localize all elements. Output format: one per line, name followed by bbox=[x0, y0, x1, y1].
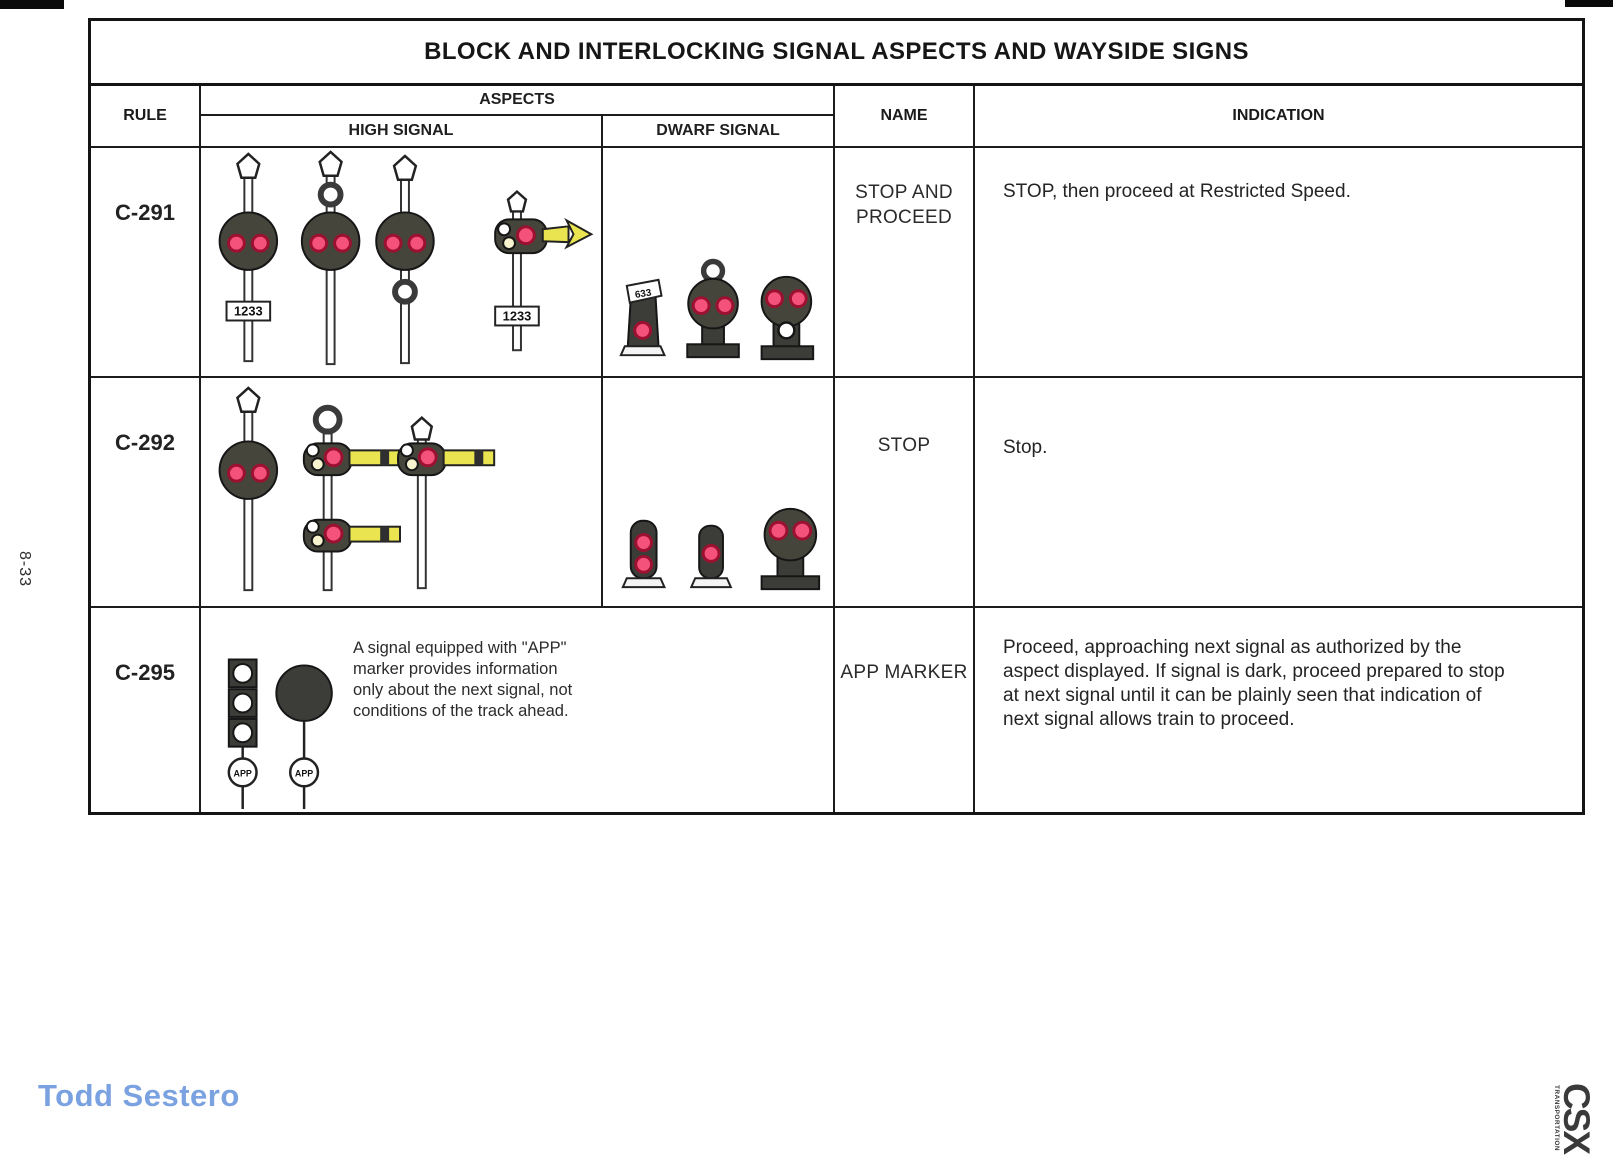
c291-high-signal-cell: 1233 bbox=[201, 146, 603, 376]
dwarf-one-red-icon bbox=[689, 524, 733, 589]
svg-text:APP: APP bbox=[295, 768, 313, 778]
double-semaphore-horizontal-blades-icon bbox=[302, 404, 401, 592]
rule-c291: C-291 bbox=[91, 146, 201, 376]
csx-logo-text: CSX bbox=[1556, 1082, 1597, 1154]
rule-c295: C-295 bbox=[91, 606, 201, 812]
dwarf-two-red-white-lens-icon bbox=[760, 275, 815, 361]
dwarf-two-red-stacked-icon bbox=[621, 519, 666, 589]
csx-logo: CSX TRANSPORTATION bbox=[1552, 1080, 1597, 1156]
high-signal-two-red-number-plate-icon: 1233 bbox=[218, 152, 279, 363]
c291-dwarf-signal-cell: 633 bbox=[603, 146, 835, 376]
c292-dwarf-signal-cell bbox=[603, 376, 835, 606]
c291-high-signal-diagram: 1233 bbox=[218, 150, 594, 366]
rule-c292: C-292 bbox=[91, 376, 201, 606]
column-header-indication: INDICATION bbox=[1232, 107, 1325, 124]
c292-high-signal-diagram bbox=[218, 386, 496, 592]
svg-text:1233: 1233 bbox=[503, 308, 532, 323]
c292-indication-cell: Stop. bbox=[975, 376, 1582, 606]
scan-edge-mark-top-right bbox=[1565, 0, 1613, 7]
scan-edge-mark-top-left bbox=[0, 0, 64, 9]
c291-indication-cell: STOP, then proceed at Restricted Speed. bbox=[975, 146, 1582, 376]
c291-name-cell: STOP AND PROCEED bbox=[835, 146, 975, 376]
high-signal-ring-below-icon bbox=[375, 154, 435, 365]
page-number: 8-33 bbox=[16, 550, 33, 588]
signal-aspects-table: BLOCK AND INTERLOCKING SIGNAL ASPECTS AN… bbox=[88, 18, 1585, 815]
three-light-signal-app-marker-icon: APP bbox=[227, 658, 258, 810]
c295-indication-cell: Proceed, approaching next signal as auth… bbox=[975, 606, 1582, 812]
column-header-dwarf-signal: DWARF SIGNAL bbox=[656, 122, 780, 139]
dwarf-number-plate-one-red-icon: 633 bbox=[619, 278, 666, 357]
c295-name-cell: APP MARKER bbox=[835, 606, 975, 812]
app-marker-note: A signal equipped with "APP" marker prov… bbox=[353, 639, 573, 720]
c292-dwarf-signal-diagram bbox=[621, 507, 821, 591]
credit-watermark: Todd Sestero bbox=[38, 1078, 240, 1113]
dwarf-round-head-two-red-icon bbox=[760, 507, 821, 591]
column-header-aspects: ASPECTS bbox=[201, 86, 833, 116]
dwarf-ring-above-two-red-icon bbox=[686, 258, 740, 359]
c295-aspect-cell: APP APP A signal equipped with "APP" mar… bbox=[201, 606, 835, 812]
svg-text:633: 633 bbox=[634, 287, 653, 301]
csx-logo-subtext: TRANSPORTATION bbox=[1552, 1085, 1560, 1151]
high-signal-ring-above-icon bbox=[300, 150, 361, 366]
dark-signal-app-marker-icon: APP bbox=[275, 664, 333, 810]
column-header-aspects-group: ASPECTS HIGH SIGNAL DWARF SIGNAL bbox=[201, 86, 835, 146]
svg-text:1233: 1233 bbox=[234, 304, 263, 319]
c292-name-cell: STOP bbox=[835, 376, 975, 606]
c295-signal-diagram: APP APP bbox=[227, 658, 333, 810]
table-title: BLOCK AND INTERLOCKING SIGNAL ASPECTS AN… bbox=[91, 21, 1582, 86]
single-semaphore-horizontal-blade-icon bbox=[397, 415, 496, 590]
high-signal-two-red-icon bbox=[218, 386, 279, 592]
c291-dwarf-signal-diagram: 633 bbox=[619, 258, 815, 361]
column-header-rule: RULE bbox=[91, 86, 201, 146]
semaphore-pointed-blade-icon: 1233 bbox=[494, 189, 594, 352]
svg-text:APP: APP bbox=[234, 768, 252, 778]
c292-high-signal-cell bbox=[201, 376, 603, 606]
column-header-high-signal: HIGH SIGNAL bbox=[201, 116, 603, 146]
column-header-name: NAME bbox=[835, 86, 975, 146]
